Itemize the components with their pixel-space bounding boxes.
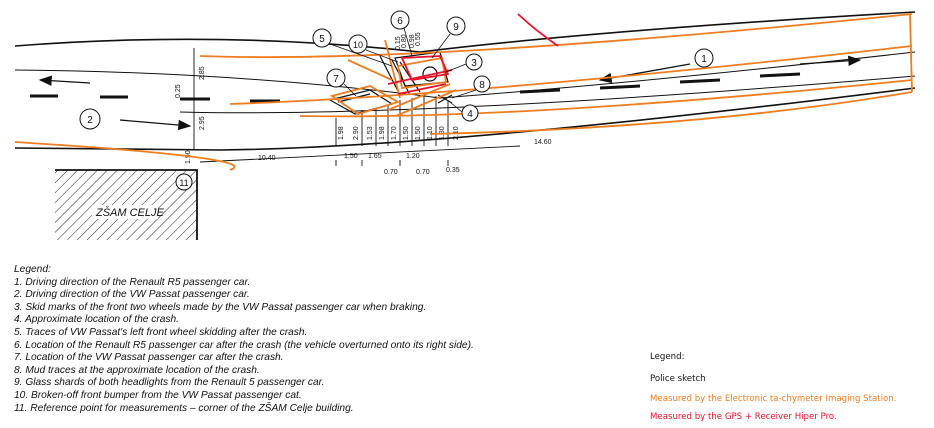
dim-h-3: 1.65 <box>368 153 382 160</box>
dim-v-0: 2.85 <box>199 66 206 80</box>
legend-item-3: 3. Skid marks of the front two wheels ma… <box>14 301 427 313</box>
legend-item-11: 11. Reference point for measurements – c… <box>14 402 354 414</box>
dim-v-6: 1.98 <box>379 126 386 140</box>
dim-h-8: 0.35 <box>446 167 460 174</box>
marker-9: 9 <box>446 16 466 36</box>
tachymeter-lines <box>14 13 913 171</box>
method-legend-title: Legend: <box>650 352 685 362</box>
method-tachymeter: Measured by the Electronic ta-chymeter I… <box>650 394 897 404</box>
dim-v-5: 1.53 <box>367 126 374 140</box>
dim-h-1: 10.40 <box>258 155 276 162</box>
legend-item-6: 6. Location of the Renault R5 passenger … <box>14 339 474 351</box>
dim-h-7: 0.70 <box>416 169 430 176</box>
dim-h-2: 1.50 <box>344 153 358 160</box>
tachy-road-mid <box>229 45 913 105</box>
leader-lines <box>329 27 477 113</box>
svg-text:6: 6 <box>397 16 403 27</box>
tachy-skid-marks <box>387 83 457 117</box>
dim-v-7: 1.70 <box>391 126 398 140</box>
tachy-road-bottom-right <box>429 91 913 135</box>
tachy-road-bottom <box>14 141 236 171</box>
dim-v-8: 1.50 <box>403 126 410 140</box>
dim-h-4: 1.20 <box>406 153 420 160</box>
svg-text:8: 8 <box>479 80 485 91</box>
marker-8: 8 <box>473 75 491 93</box>
dim-v-14: 0.80 <box>401 34 408 48</box>
tachy-passat <box>329 85 401 115</box>
dim-v-15: 0.98 <box>409 34 416 48</box>
svg-text:10: 10 <box>353 40 363 50</box>
method-police: Police sketch <box>650 374 706 384</box>
direction-arrow-2 <box>119 119 192 131</box>
dim-v-3: 1.98 <box>338 126 345 140</box>
dim-h-0: 1.90 <box>185 150 192 164</box>
markers: 1 2 3 4 5 6 7 8 9 10 11 <box>79 10 714 191</box>
road-top-edge <box>14 11 916 53</box>
gps-renault <box>400 55 450 82</box>
marker-5: 5 <box>312 28 332 48</box>
dim-v-2: 2.95 <box>199 116 206 130</box>
direction-arrow-top-right <box>799 55 862 66</box>
legend-item-10: 10. Broken-off front bumper from the VW … <box>14 389 302 401</box>
legend-item-2: 2. Driving direction of the VW Passat pa… <box>14 289 250 301</box>
marker-10: 10 <box>348 34 368 54</box>
numbered-legend: Legend: 1. Driving direction of the Rena… <box>14 264 634 415</box>
dim-h-6: 0.70 <box>384 169 398 176</box>
method-gps: Measured by the GPS + Receiver Hiper Pro… <box>650 412 837 422</box>
legend-title: Legend: <box>14 264 51 275</box>
tachy-road-low <box>299 79 913 118</box>
svg-text:5: 5 <box>319 34 325 45</box>
gps-curb <box>517 13 559 47</box>
tachy-road-top <box>199 13 913 58</box>
building-label: ZŠAM CELJE <box>95 206 165 219</box>
dim-v-16: 0.55 <box>415 32 422 46</box>
marker-11: 11 <box>175 173 193 191</box>
marker-1: 1 <box>694 48 714 68</box>
marker-6: 6 <box>390 10 410 30</box>
lane-dashes <box>30 72 801 103</box>
dim-v-9: 1.50 <box>415 126 422 140</box>
svg-text:1: 1 <box>701 54 707 65</box>
marker-3: 3 <box>465 53 483 71</box>
marker-7: 7 <box>326 68 346 88</box>
legend-item-4: 4. Approximate location of the crash. <box>14 314 179 326</box>
legend-item-7: 7. Location of the VW Passat passenger c… <box>14 352 284 364</box>
dim-h-5: 14.60 <box>534 139 552 146</box>
road-bottom-edge <box>14 87 916 151</box>
dim-v-1: 0.25 <box>175 84 182 98</box>
dim-v-4: 2.90 <box>353 126 360 140</box>
road-inner-line-upper <box>14 51 916 99</box>
renault-r5-outline <box>394 51 449 87</box>
marker-4: 4 <box>461 104 479 122</box>
svg-text:11: 11 <box>179 178 188 188</box>
marker-2: 2 <box>79 108 101 130</box>
svg-text:9: 9 <box>453 22 459 33</box>
legend-item-5: 5. Traces of VW Passat's left front whee… <box>14 326 308 338</box>
accident-sketch: ZŠAM CELJE 2.85 0.25 2.95 1.98 2.90 1.53 <box>14 10 916 240</box>
legend-item-1: 1. Driving direction of the Renault R5 p… <box>14 276 251 288</box>
legend-item-9: 9. Glass shards of both headlights from … <box>14 377 325 389</box>
dimension-lines <box>193 48 521 166</box>
road-inner-line-lower <box>179 75 916 114</box>
police-road-edges <box>14 11 916 151</box>
svg-text:2: 2 <box>87 115 93 126</box>
dim-v-13: 0.15 <box>395 36 402 50</box>
legend-item-8: 8. Mud traces at the approximate locatio… <box>14 364 260 376</box>
building-zsam-celje: ZŠAM CELJE <box>55 169 198 240</box>
svg-text:4: 4 <box>467 109 473 120</box>
svg-text:7: 7 <box>333 74 339 85</box>
gps-lines <box>387 13 559 95</box>
direction-arrow-top-left <box>38 75 91 86</box>
svg-text:3: 3 <box>471 58 477 69</box>
